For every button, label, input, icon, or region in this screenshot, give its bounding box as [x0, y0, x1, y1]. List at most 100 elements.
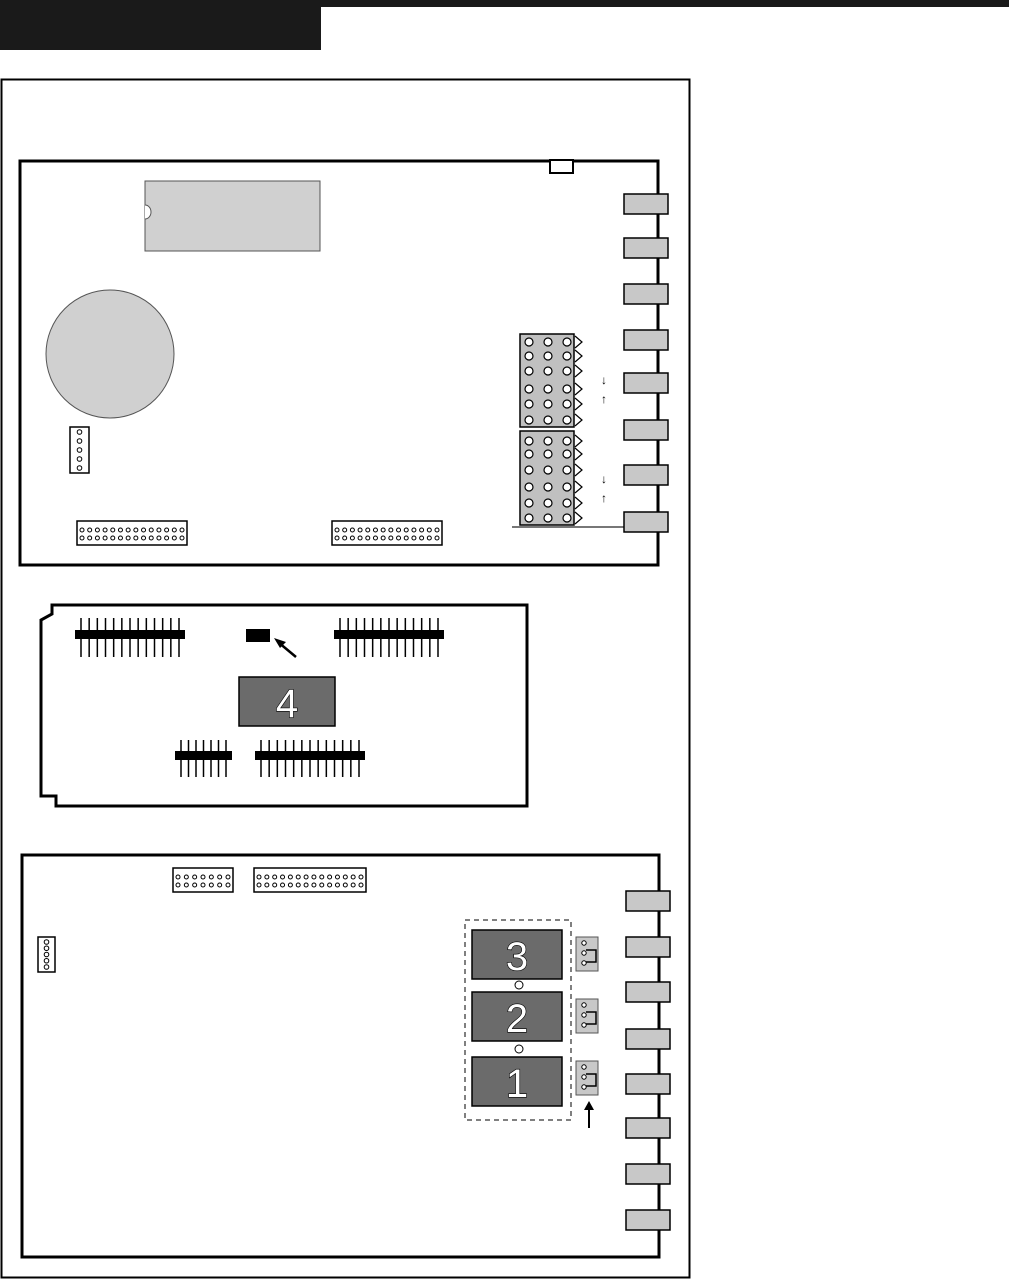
header-body [332, 521, 442, 545]
header-pin [184, 875, 188, 879]
header-pin [95, 536, 99, 540]
jumper-pin [563, 483, 571, 491]
port-connector [626, 891, 670, 911]
header-pin [328, 875, 332, 879]
connector-pin [44, 940, 49, 945]
header-pin [288, 883, 292, 887]
jumper-pin [525, 483, 533, 491]
top-header-right [332, 521, 442, 545]
top-header-left [77, 521, 187, 545]
port-connector [624, 238, 668, 258]
jumper-pin [563, 367, 571, 375]
jumper-pin [544, 483, 552, 491]
small-component [246, 629, 270, 642]
header-pin [209, 875, 213, 879]
jumper-pin [563, 385, 571, 393]
jumper-pin [563, 514, 571, 522]
jumper-pin [563, 416, 571, 424]
jumper-pin [563, 338, 571, 346]
bottom-header-large [254, 868, 366, 892]
header-pin [404, 528, 408, 532]
header-pin [201, 875, 205, 879]
chip-3: 3 [472, 930, 562, 979]
jumper-pin [544, 466, 552, 474]
port-connector [624, 465, 668, 485]
header-pin [95, 528, 99, 532]
header-pin [304, 883, 308, 887]
header-pin [420, 536, 424, 540]
connector-pin [44, 946, 49, 951]
header-pin [435, 536, 439, 540]
jumper-3pin-pin [582, 1065, 586, 1069]
header-pin [328, 883, 332, 887]
jumper-pin [544, 338, 552, 346]
header-body [254, 868, 366, 892]
up-arrow-icon: ↑ [601, 392, 607, 406]
top-small-connector [70, 427, 89, 473]
jumper-pin [544, 450, 552, 458]
jumper-3pin-pin [582, 941, 586, 945]
jumper-pin [525, 367, 533, 375]
header-pin [88, 536, 92, 540]
header-pin [273, 875, 277, 879]
down-arrow-icon: ↓ [601, 373, 607, 387]
header-pin [165, 536, 169, 540]
jumper-block-upper [520, 334, 582, 427]
header-pin [343, 536, 347, 540]
down-arrow-icon: ↓ [601, 472, 607, 486]
jumper-pin [525, 437, 533, 445]
up-arrow-icon: ↑ [601, 491, 607, 505]
port-connector [624, 284, 668, 304]
header-pin [343, 883, 347, 887]
header-pin [404, 536, 408, 540]
header-pin [201, 883, 205, 887]
header-pin [359, 883, 363, 887]
jumper-3pin-pin [582, 1085, 586, 1089]
header-pin [184, 883, 188, 887]
jumper-3pin-pin [582, 1013, 586, 1017]
bottom-board-outline [22, 855, 659, 1257]
jumper-pin [525, 450, 533, 458]
header-pin [335, 528, 339, 532]
header-pin [176, 875, 180, 879]
port-connector [626, 982, 670, 1002]
port-connector [626, 937, 670, 957]
header-pin [111, 536, 115, 540]
chip-2-label: 2 [506, 997, 528, 1041]
port-connector [624, 420, 668, 440]
header-pin [358, 528, 362, 532]
jumper-3pin [576, 1061, 598, 1095]
header-pin [218, 883, 222, 887]
header-pin [389, 528, 393, 532]
header-tab [0, 7, 321, 50]
header-pin [335, 875, 339, 879]
jumper-pin [544, 367, 552, 375]
jumper-body [520, 334, 574, 427]
port-connector [624, 373, 668, 393]
header-pin [265, 875, 269, 879]
chip-1-label: 1 [506, 1062, 528, 1106]
header-pin [312, 875, 316, 879]
battery [46, 290, 174, 418]
header-pin [296, 875, 300, 879]
header-pin [142, 528, 146, 532]
header-pin [180, 536, 184, 540]
eprom-chip [145, 181, 320, 251]
header-pin [427, 528, 431, 532]
via-hole [515, 1045, 523, 1053]
header-pin [335, 536, 339, 540]
header-pin [373, 536, 377, 540]
jumper-pin [563, 450, 571, 458]
header-pin [351, 883, 355, 887]
header-pin [165, 528, 169, 532]
header-pin [281, 883, 285, 887]
jumper-3pin-pin [582, 951, 586, 955]
jumper-pin [544, 400, 552, 408]
port-connector [626, 1074, 670, 1094]
header-pin [320, 875, 324, 879]
port-connector [624, 330, 668, 350]
header-rule [0, 0, 1009, 7]
header-pin [126, 528, 130, 532]
header-pin [350, 536, 354, 540]
connector-pin [77, 439, 82, 444]
